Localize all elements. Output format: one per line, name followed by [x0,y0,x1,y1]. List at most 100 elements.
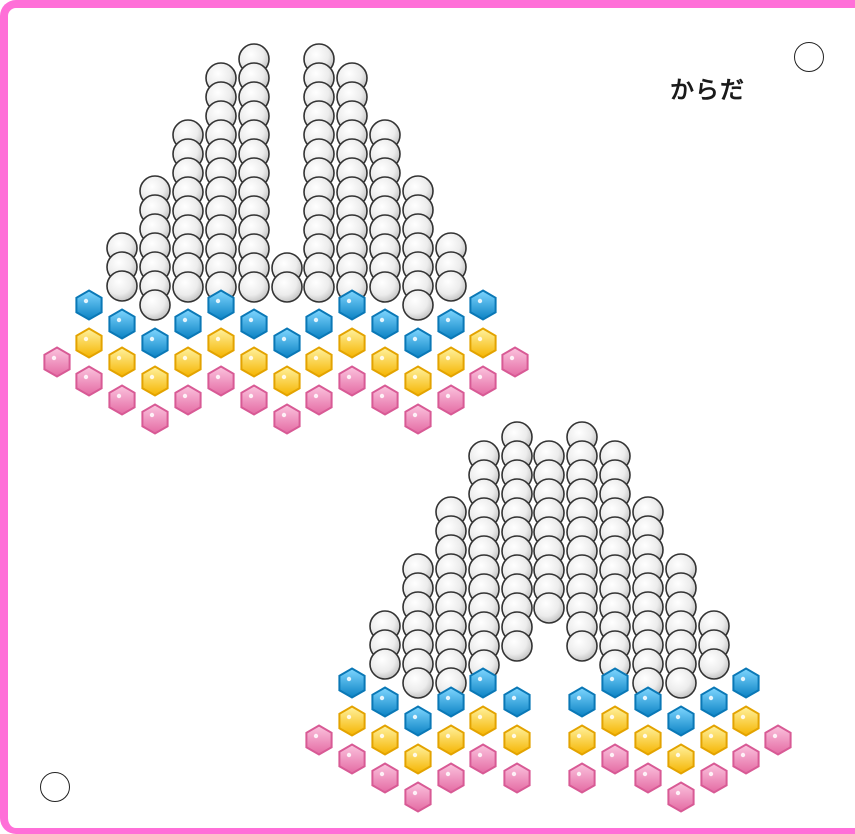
yellow-bead [701,726,726,755]
bead-sparkle [347,337,351,341]
pink-bead [76,367,101,396]
bead-sparkle [446,318,450,322]
bead-sparkle [413,753,417,757]
pink-bead [306,386,331,415]
bead-sparkle [446,394,450,398]
bead-sparkle [741,753,745,757]
bead-sparkle [577,734,581,738]
bead-sparkle [577,772,581,776]
pink-bead [372,386,397,415]
bead-sparkle [314,356,318,360]
blue-bead [470,291,495,320]
white-bead [140,290,170,320]
bead-sparkle [709,772,713,776]
white-bead [699,649,729,679]
bead-sparkle [314,394,318,398]
blue-bead [109,310,134,339]
yellow-bead [635,726,660,755]
pink-bead [701,764,726,793]
bead-sparkle [183,394,187,398]
bead-sparkle [117,356,121,360]
pink-bead [142,405,167,434]
bead-sparkle [183,356,187,360]
pink-bead [470,745,495,774]
bead-sparkle [380,356,384,360]
bead-sparkle [347,299,351,303]
bead-sparkle [183,318,187,322]
bead-sparkle [249,356,253,360]
bead-sparkle [577,696,581,700]
bead-sparkle [216,337,220,341]
blue-bead [569,688,594,717]
blue-bead [438,688,463,717]
yellow-bead [438,348,463,377]
yellow-bead [76,329,101,358]
bead-sparkle [413,413,417,417]
bead-sparkle [380,696,384,700]
bead-sparkle [478,375,482,379]
blue-bead [142,329,167,358]
white-bead [107,271,137,301]
bead-sparkle [478,337,482,341]
bead-sparkle [282,337,286,341]
pink-bead [602,745,627,774]
bead-sparkle [478,753,482,757]
yellow-bead [602,707,627,736]
pink-bead [569,764,594,793]
pink-bead [274,405,299,434]
blue-bead [208,291,233,320]
blue-bead [733,669,758,698]
white-bead [370,272,400,302]
blue-bead [405,329,430,358]
pink-bead [438,764,463,793]
bead-sparkle [741,677,745,681]
bead-sparkle [413,337,417,341]
bead-sparkle [512,734,516,738]
blue-bead [339,291,364,320]
bead-sparkle [413,791,417,795]
yellow-bead [405,367,430,396]
yellow-bead [470,707,495,736]
bead-sparkle [52,356,56,360]
white-bead [304,272,334,302]
bead-sparkle [150,375,154,379]
bead-sparkle [282,413,286,417]
white-bead [567,631,597,661]
blue-bead [306,310,331,339]
bead-sparkle [446,696,450,700]
yellow-bead [372,348,397,377]
bead-sparkle [380,394,384,398]
bead-sparkle [216,375,220,379]
white-bead [403,290,433,320]
pink-bead [635,764,660,793]
yellow-bead [274,367,299,396]
bead-sparkle [117,318,121,322]
yellow-bead [241,348,266,377]
blue-bead [438,310,463,339]
pink-bead [504,764,529,793]
bead-sparkle [347,715,351,719]
bead-sparkle [413,715,417,719]
bead-sparkle [610,677,614,681]
pink-bead [405,783,430,812]
white-bead [370,649,400,679]
bead-sparkle [249,318,253,322]
white-bead [666,668,696,698]
bead-sparkle [510,356,514,360]
blue-bead [405,707,430,736]
bead-sparkle [512,772,516,776]
bead-sparkle [676,753,680,757]
blue-bead [635,688,660,717]
bead-sparkle [314,734,318,738]
pink-bead [438,386,463,415]
yellow-bead [668,745,693,774]
bead-sparkle [446,734,450,738]
yellow-bead [175,348,200,377]
blue-bead [470,669,495,698]
bead-sparkle [249,394,253,398]
bead-sparkle [347,677,351,681]
white-bead [436,271,466,301]
white-bead [239,272,269,302]
bead-sparkle [446,356,450,360]
